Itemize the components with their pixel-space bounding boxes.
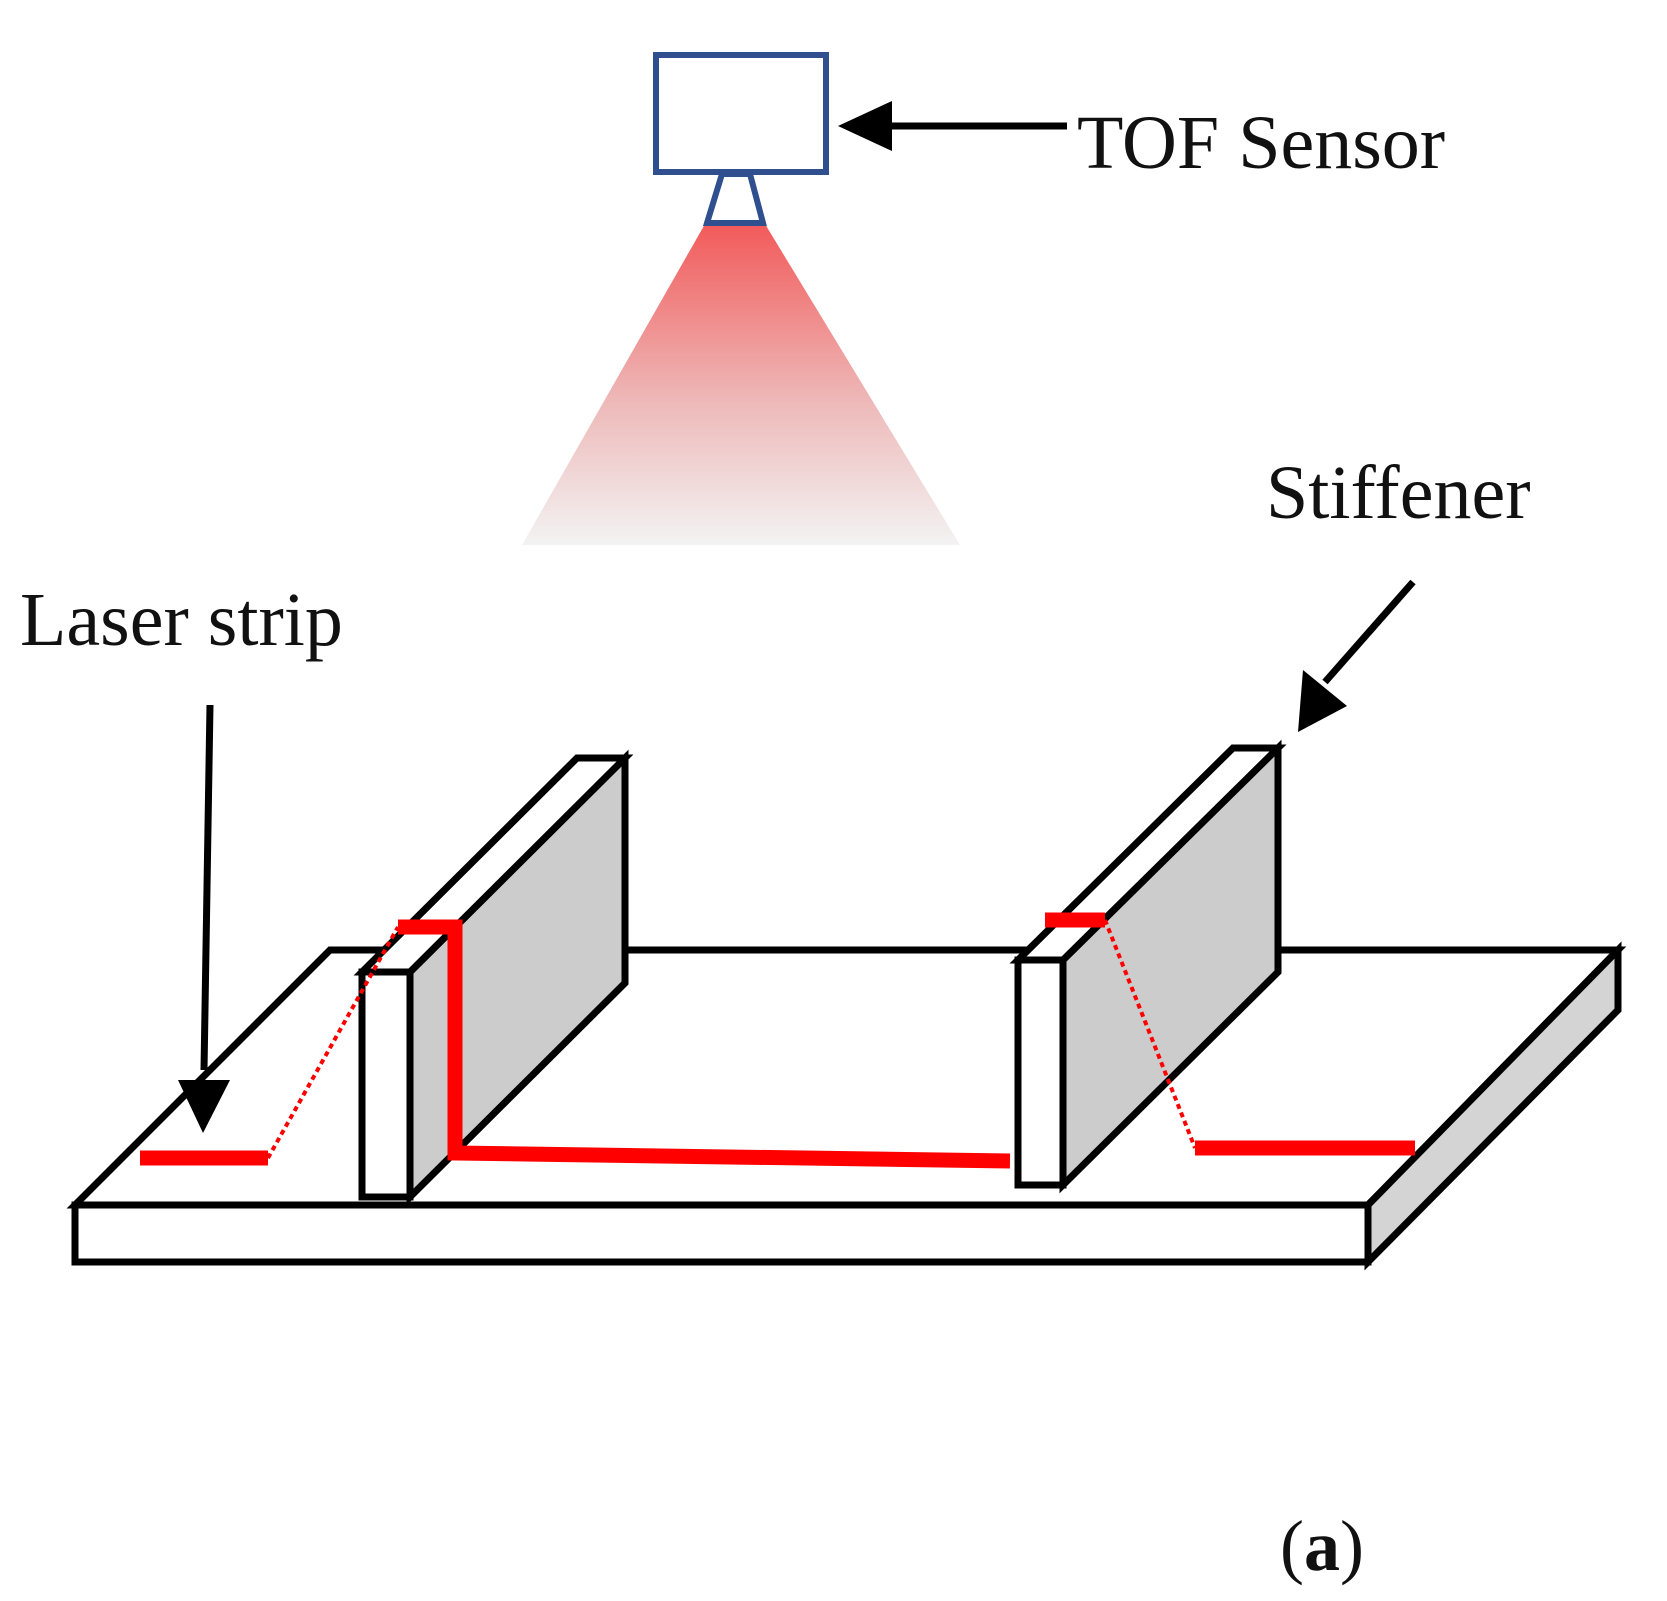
left-stiffener: [353, 749, 634, 1206]
plate-top-face: [66, 946, 1627, 1209]
left-stiffener-front-face: [358, 968, 414, 1201]
panel-label-close: ): [1340, 1506, 1364, 1586]
right-stiffener-front-face: [1014, 956, 1067, 1189]
panel-label: (a): [1280, 1506, 1364, 1586]
laser-line: [140, 912, 1415, 1169]
laser-dotted-right: [1103, 919, 1197, 1149]
sensor-lens: [702, 171, 767, 226]
panel-label-open: (: [1280, 1506, 1304, 1586]
laser-segment-left-stiffener: [398, 919, 1011, 1169]
plate-front-face: [71, 1201, 1372, 1266]
laser-dotted-left: [266, 926, 400, 1159]
sensor-body: [653, 52, 829, 175]
panel-label-letter: a: [1304, 1506, 1340, 1586]
sensor-beam: [522, 224, 960, 545]
tof-sensor-arrowhead: [838, 101, 892, 151]
stiffener-arrow: [1298, 579, 1416, 732]
laser-strip-arrowhead: [178, 1080, 230, 1133]
right-stiffener: [1009, 739, 1287, 1194]
stiffener-label: Stiffener: [1266, 451, 1531, 535]
tof-sensor-arrow: [838, 101, 1067, 151]
laser-strip-arrow: [178, 704, 230, 1133]
tof-sensor-label: TOF Sensor: [1077, 101, 1445, 185]
stiffener-arrowhead: [1298, 670, 1347, 732]
laser-strip-label: Laser strip: [20, 578, 343, 662]
base-plate: [66, 941, 1627, 1271]
tof-sensor: [522, 52, 960, 545]
